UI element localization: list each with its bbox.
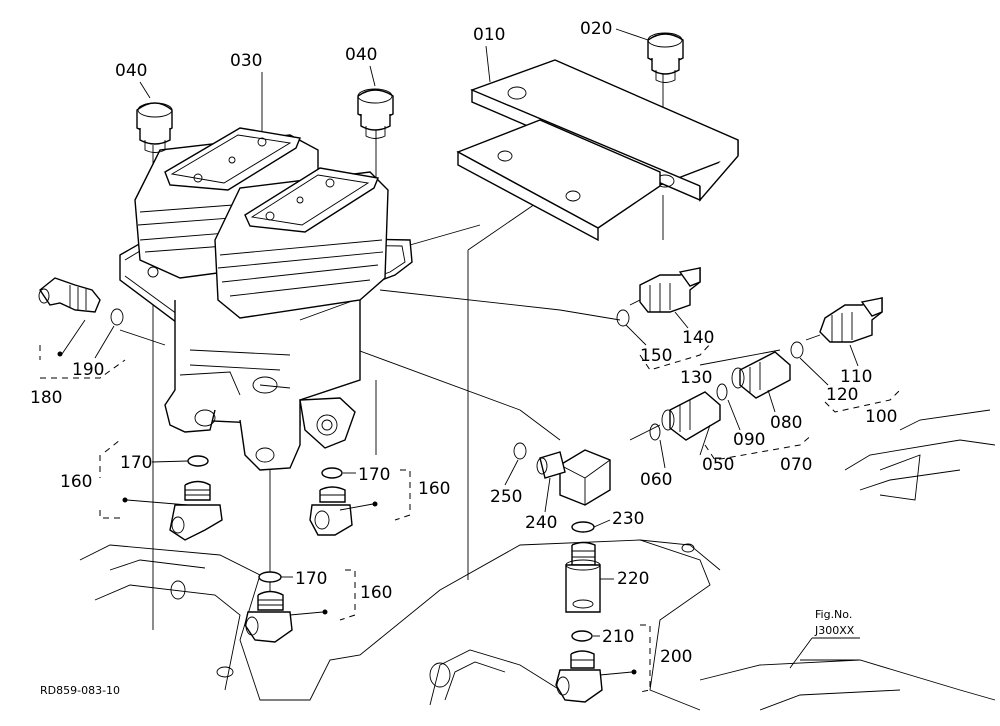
bolt-040-left	[136, 102, 173, 153]
figure-ref-number: J300XX	[814, 624, 855, 637]
label-160-bottom: 160	[360, 583, 392, 603]
label-100: 100	[865, 407, 897, 427]
label-040-left: 040	[115, 61, 147, 81]
label-240: 240	[525, 513, 557, 533]
label-150: 150	[640, 346, 672, 366]
figure-ref-title: Fig.No.	[815, 608, 852, 621]
label-170-right: 170	[358, 465, 390, 485]
label-030: 030	[230, 51, 262, 71]
label-110: 110	[840, 367, 872, 387]
label-070: 070	[780, 455, 812, 475]
label-050: 050	[702, 455, 734, 475]
fitting-160-left	[122, 455, 223, 541]
label-040-right: 040	[345, 45, 377, 65]
label-080: 080	[770, 413, 802, 433]
drawing-code: RD859-083-10	[40, 684, 120, 697]
label-190: 190	[72, 360, 104, 380]
label-120: 120	[826, 385, 858, 405]
label-060: 060	[640, 470, 672, 490]
label-160-left: 160	[60, 472, 92, 492]
label-220: 220	[617, 569, 649, 589]
adapter-220	[565, 521, 601, 613]
label-210: 210	[602, 627, 634, 647]
fitting-110	[790, 297, 883, 359]
fitting-180	[38, 277, 124, 360]
fitting-160-right	[309, 467, 378, 536]
adapter-080	[716, 351, 791, 401]
callout-labels: 010 020 030 040 040 050 060 070 080 090 …	[30, 19, 897, 697]
fitting-160-bottom	[244, 571, 328, 643]
adapter-050	[649, 391, 721, 441]
elbow-240	[513, 442, 611, 506]
label-130: 130	[680, 368, 712, 388]
fitting-140	[616, 267, 701, 327]
bellows-right	[214, 167, 389, 319]
fitting-200	[555, 630, 637, 703]
bolt-040-right	[357, 88, 394, 139]
label-170-left: 170	[120, 453, 152, 473]
plate-010	[456, 59, 739, 242]
label-020: 020	[580, 19, 612, 39]
floor-plate	[79, 539, 721, 711]
label-170-bottom: 170	[295, 569, 327, 589]
label-180: 180	[30, 388, 62, 408]
label-250: 250	[490, 487, 522, 507]
group-brackets	[40, 341, 901, 693]
label-140: 140	[682, 328, 714, 348]
label-230: 230	[612, 509, 644, 529]
label-160-right: 160	[418, 479, 450, 499]
bolt-020	[647, 32, 684, 83]
label-200: 200	[660, 647, 692, 667]
label-010: 010	[473, 25, 505, 45]
label-090: 090	[733, 430, 765, 450]
